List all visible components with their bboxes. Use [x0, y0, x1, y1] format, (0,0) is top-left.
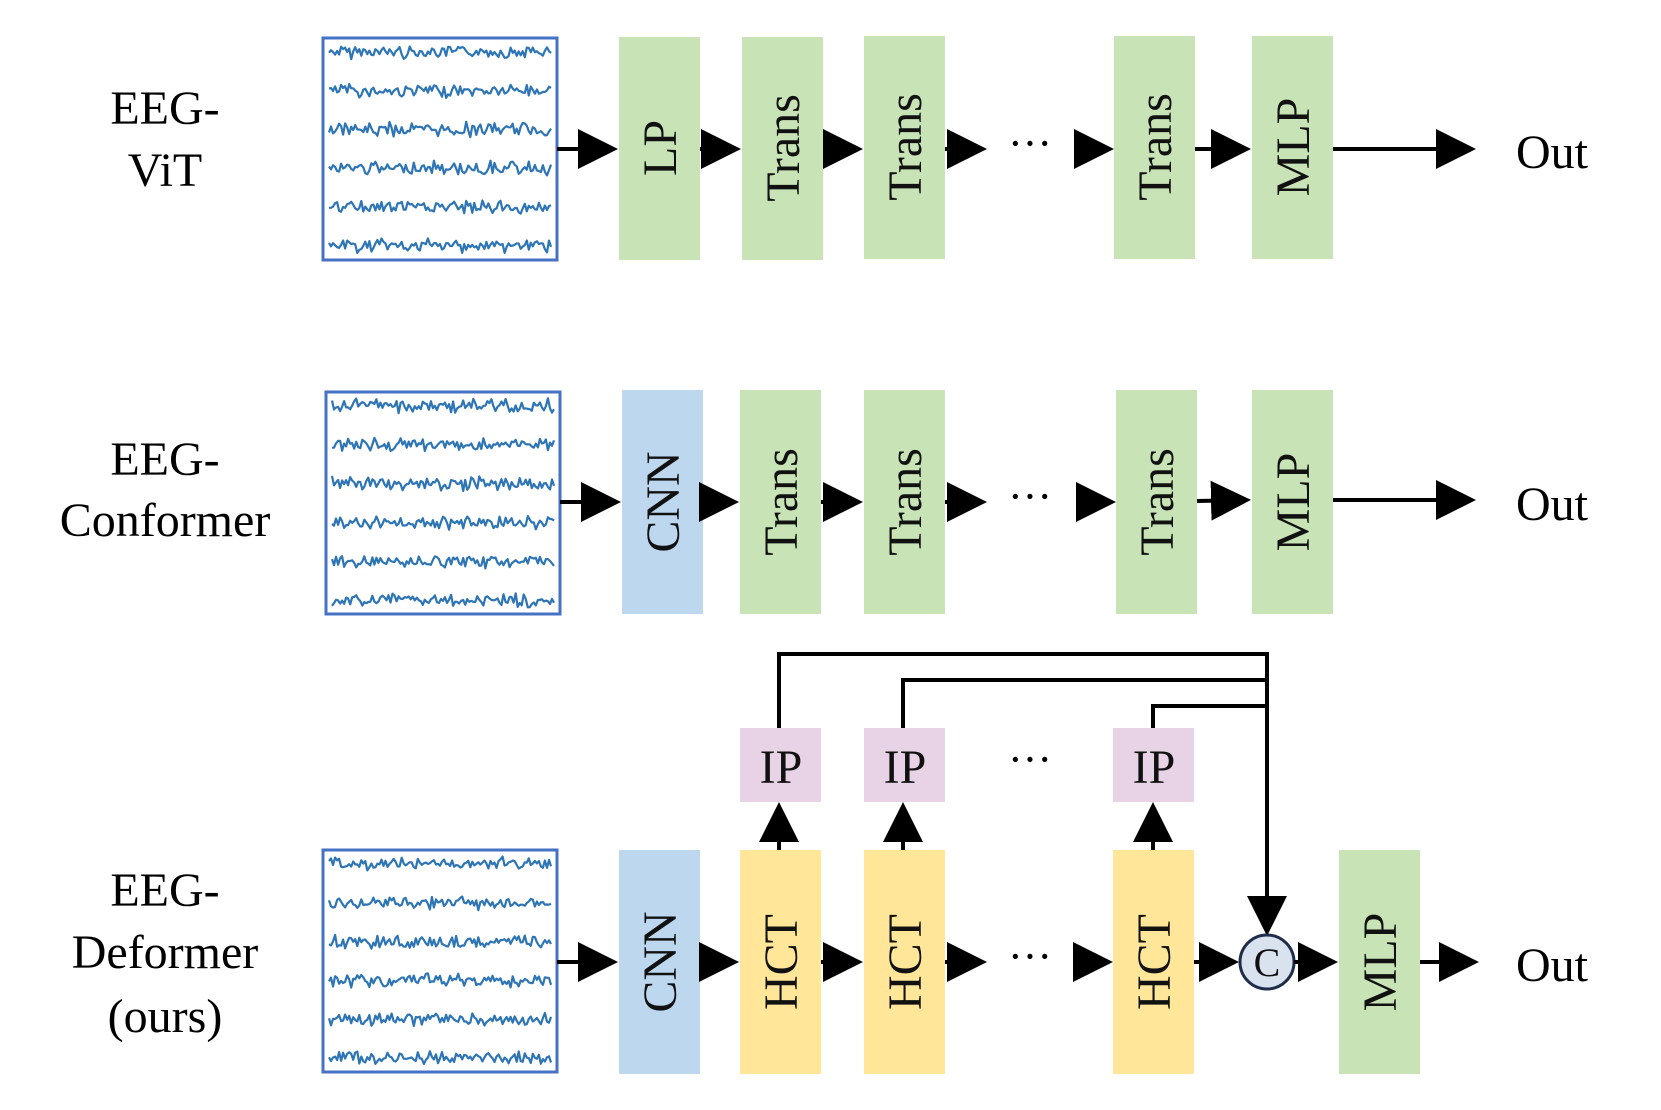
block-label: Trans	[1129, 93, 1182, 201]
block-label: CNN	[634, 911, 687, 1012]
block-mlp: MLP	[1252, 390, 1333, 614]
block-lp: LP	[619, 37, 700, 260]
block-ip: IP	[864, 728, 945, 802]
output-label: Out	[1516, 478, 1589, 531]
block-label: Trans	[879, 448, 932, 556]
eeg-channel-trace	[328, 972, 553, 989]
block-label: LP	[634, 120, 687, 176]
eeg-channel-trace	[330, 555, 555, 570]
block-trans: Trans	[864, 390, 945, 614]
model-name-line1: EEG-	[110, 433, 219, 486]
eeg-channel-trace	[328, 237, 553, 255]
eeg-channel-trace	[327, 1011, 553, 1028]
model-name-line1: EEG-	[110, 864, 219, 917]
block-label: IP	[884, 741, 927, 794]
ellipsis: ···	[1008, 932, 1052, 981]
block-mlp: MLP	[1252, 36, 1333, 259]
block-trans: Trans	[1116, 390, 1197, 614]
model-name-line2: ViT	[128, 144, 202, 197]
skip-connections	[777, 652, 1269, 928]
concat-node: C	[1238, 933, 1296, 991]
block-ip: IP	[1113, 728, 1194, 802]
eeg-channel-trace	[328, 1050, 553, 1066]
block-cnn: CNN	[619, 850, 700, 1074]
skip-line-3	[1151, 704, 1267, 728]
block-trans: Trans	[1114, 36, 1195, 259]
eeg-channel-trace	[330, 475, 556, 493]
eeg-channel-trace	[328, 82, 552, 99]
eeg-channel-trace	[331, 515, 555, 531]
block-label: Trans	[757, 94, 810, 202]
eeg-channel-trace	[328, 159, 553, 177]
eeg-signal-panel	[321, 36, 559, 262]
model-name-line1: EEG-	[110, 82, 219, 135]
block-label: MLP	[1267, 98, 1320, 197]
row-eeg-vit: EEG- ViT LP Trans Trans ··· Trans	[110, 36, 1589, 262]
eeg-channel-trace	[331, 592, 555, 609]
ellipsis: ···	[1008, 472, 1052, 521]
eeg-signal-panel	[321, 848, 559, 1074]
block-label: Trans	[1131, 448, 1184, 556]
block-mlp: MLP	[1339, 850, 1420, 1074]
row-eeg-deformer: EEG- Deformer (ours) IP IP ··· IP	[72, 652, 1589, 1074]
eeg-channel-trace	[327, 120, 552, 139]
block-label: Trans	[879, 93, 932, 201]
block-trans: Trans	[740, 390, 821, 614]
block-label: CNN	[637, 451, 690, 552]
block-hct: HCT	[864, 850, 945, 1074]
eeg-channel-trace	[329, 199, 552, 215]
eeg-channel-trace	[328, 933, 552, 950]
block-label: HCT	[755, 914, 808, 1010]
output-label: Out	[1516, 126, 1589, 179]
skip-line-2	[901, 678, 1267, 728]
block-ip: IP	[740, 728, 821, 802]
row-eeg-conformer: EEG- Conformer CNN Trans Trans ··· Trans	[60, 390, 1589, 616]
ellipsis: ···	[1008, 119, 1052, 168]
output-label: Out	[1516, 939, 1589, 992]
block-label: HCT	[879, 914, 932, 1010]
arrow	[1196, 480, 1251, 521]
block-trans: Trans	[864, 36, 945, 259]
ip-ellipsis: ···	[1008, 735, 1052, 784]
model-name-line3: (ours)	[108, 990, 223, 1043]
model-name-line2: Conformer	[60, 494, 271, 547]
eeg-channel-trace	[328, 45, 552, 61]
block-label: IP	[760, 741, 803, 794]
skip-line-1	[777, 652, 1269, 928]
eeg-channel-trace	[328, 855, 553, 872]
eeg-channel-trace	[330, 397, 555, 415]
concat-label: C	[1254, 940, 1281, 985]
block-label: IP	[1133, 741, 1176, 794]
block-hct: HCT	[1113, 850, 1194, 1074]
block-label: MLP	[1354, 913, 1407, 1012]
model-name-line2: Deformer	[72, 926, 259, 979]
eeg-channel-trace	[331, 436, 556, 453]
block-hct: HCT	[740, 850, 821, 1074]
block-cnn: CNN	[622, 390, 703, 614]
eeg-signal-panel	[324, 390, 562, 616]
eeg-channel-trace	[327, 895, 552, 912]
block-label: Trans	[755, 448, 808, 556]
block-label: MLP	[1267, 453, 1320, 552]
block-trans: Trans	[742, 37, 823, 260]
block-label: HCT	[1128, 914, 1181, 1010]
